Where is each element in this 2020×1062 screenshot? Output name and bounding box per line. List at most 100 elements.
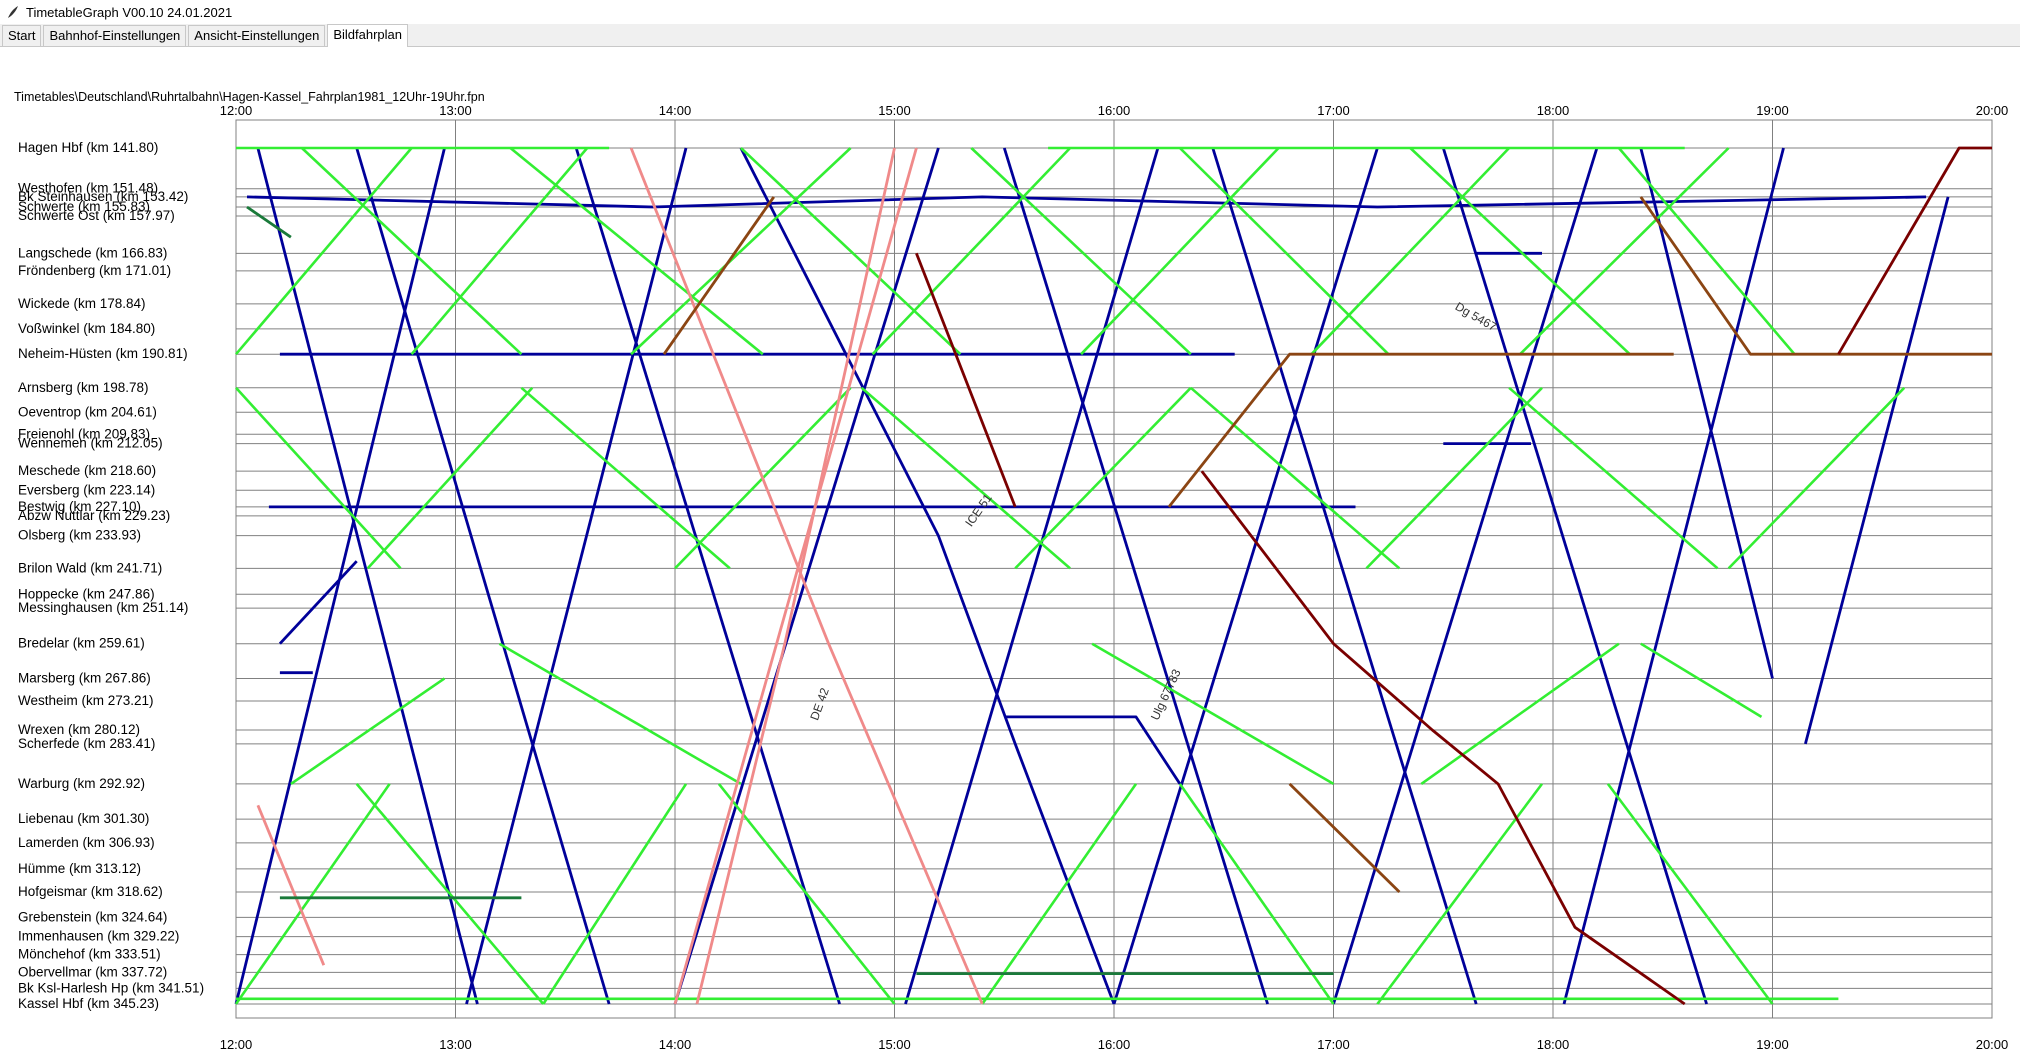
train-path-green xyxy=(498,642,742,786)
train-path-darkgreen xyxy=(246,205,292,239)
train-path-green xyxy=(1617,147,1796,356)
station-label: Meschede (km 218.60) xyxy=(18,463,156,478)
station-label: Hümme (km 313.12) xyxy=(18,861,141,876)
train-path-green xyxy=(542,783,688,1005)
station-labels: Hagen Hbf (km 141.80)Westhofen (km 151.4… xyxy=(18,140,204,1011)
train-path-blue xyxy=(256,147,479,1005)
station-label: Warburg (km 292.92) xyxy=(18,776,145,791)
station-label: Bk Ksl-Harlesh Hp (km 341.51) xyxy=(18,980,204,995)
train-path-green xyxy=(1091,642,1335,786)
station-label: Messinghausen (km 251.14) xyxy=(18,600,188,615)
train-path-green xyxy=(1178,147,1390,356)
train-path-blue xyxy=(1804,196,1950,745)
train-path-brown xyxy=(1288,782,1401,893)
station-label: Fröndenberg (km 171.01) xyxy=(18,263,171,278)
station-label: Hagen Hbf (km 141.80) xyxy=(18,140,158,155)
station-label: Immenhausen (km 329.22) xyxy=(18,929,179,944)
station-label: Schwerte Ost (km 157.97) xyxy=(18,208,175,223)
train-path-green xyxy=(290,677,446,785)
train-path-maroon xyxy=(1837,146,1992,355)
train-path-green xyxy=(520,386,731,570)
station-label: Arnsberg (km 198.78) xyxy=(18,380,149,395)
tab-ansicht-einstellungen[interactable]: Ansicht-Einstellungen xyxy=(188,25,326,46)
train-path-green xyxy=(1727,386,1906,570)
station-label: Wrexen (km 280.12) xyxy=(18,722,140,737)
train-path-pink xyxy=(629,147,984,1005)
station-label: Obervellmar (km 337.72) xyxy=(18,964,167,979)
station-label: Oeventrop (km 204.61) xyxy=(18,404,157,419)
train-path-brown xyxy=(662,196,775,356)
time-tick-label-bottom: 19:00 xyxy=(1756,1037,1789,1052)
train-path-blue xyxy=(465,147,688,1005)
train-path-green xyxy=(1178,783,1335,1005)
train-path-brown xyxy=(1639,196,1992,356)
train-path-blue xyxy=(574,147,841,1005)
station-label: Westheim (km 273.21) xyxy=(18,693,154,708)
app-feather-icon xyxy=(8,6,18,18)
time-tick-label-top: 13:00 xyxy=(439,103,472,118)
station-label: Mönchehof (km 333.51) xyxy=(18,947,161,962)
station-label: Bk Steinhausen (km 153.42) xyxy=(18,189,188,204)
train-path-green xyxy=(860,386,1071,570)
train-path-green xyxy=(1310,147,1511,356)
time-tick-label-top: 20:00 xyxy=(1976,103,2009,118)
train-path-blue xyxy=(1441,147,1708,1005)
train-path-brown xyxy=(1167,352,1674,508)
train-path-green xyxy=(1014,386,1192,570)
time-tick-label-bottom: 20:00 xyxy=(1976,1037,2009,1052)
train-path-green xyxy=(630,147,852,356)
train-path-blue xyxy=(1004,715,1182,785)
train-path-green xyxy=(1606,783,1774,1005)
time-tick-label-bottom: 15:00 xyxy=(878,1037,911,1052)
time-tick-label-bottom: 16:00 xyxy=(1098,1037,1131,1052)
station-label: Grebenstein (km 324.64) xyxy=(18,909,167,924)
station-label: Lamerden (km 306.93) xyxy=(18,835,155,850)
tab-start[interactable]: Start xyxy=(2,25,42,46)
time-tick-label-top: 14:00 xyxy=(659,103,692,118)
train-path-green xyxy=(301,147,523,356)
train-path-blue xyxy=(278,560,358,645)
tab-bildfahrplan[interactable]: Bildfahrplan xyxy=(327,24,408,47)
station-label: Hofgeismar (km 318.62) xyxy=(18,884,163,899)
train-path-green xyxy=(1409,147,1631,356)
train-path-blue xyxy=(1211,147,1478,1005)
station-label: Freienohl (km 209.83) xyxy=(18,426,150,441)
train-path-green xyxy=(235,147,413,356)
station-label: Hoppecke (km 247.86) xyxy=(18,586,155,601)
train-path-green xyxy=(410,147,589,356)
time-tick-label-top: 12:00 xyxy=(220,103,253,118)
station-label: Wennemen (km 212.05) xyxy=(18,436,163,451)
train-path-blue xyxy=(1112,147,1379,1005)
window-title: TimetableGraph V00.10 24.01.2021 xyxy=(26,4,233,20)
station-label: Wickede (km 178.84) xyxy=(18,296,146,311)
station-label: Liebenau (km 301.30) xyxy=(18,811,149,826)
time-tick-label-top: 16:00 xyxy=(1098,103,1131,118)
train-path-green xyxy=(740,147,962,356)
station-label: Schwerte (km 155.83) xyxy=(18,199,150,214)
station-label: Marsberg (km 267.86) xyxy=(18,670,151,685)
station-label: Neheim-Hüsten (km 190.81) xyxy=(18,346,188,361)
train-path-green xyxy=(1080,147,1280,356)
train-path-green xyxy=(970,147,1192,356)
train-path-blue xyxy=(1002,147,1269,1005)
train-path-green xyxy=(981,783,1138,1005)
file-path-label: Timetables\Deutschland\Ruhrtalbahn\Hagen… xyxy=(14,90,485,104)
hour-lines xyxy=(235,120,1993,1018)
station-label: Eversberg (km 223.14) xyxy=(18,482,155,497)
train-path-blue xyxy=(355,147,611,1005)
time-labels: 12:0012:0013:0013:0014:0014:0015:0015:00… xyxy=(220,103,2009,1052)
train-path-blue xyxy=(234,147,446,1005)
station-label: Scherfede (km 283.41) xyxy=(18,736,155,751)
train-path-green xyxy=(1420,642,1620,785)
station-label: Kassel Hbf (km 345.23) xyxy=(18,996,159,1011)
train-path-green xyxy=(717,783,896,1005)
train-path-blue xyxy=(246,195,1927,209)
station-label: Abzw Nuttlar (km 229.23) xyxy=(18,508,170,523)
tab-bahnhof-einstellungen[interactable]: Bahnhof-Einstellungen xyxy=(43,25,187,46)
train-path-maroon xyxy=(915,252,1017,508)
train-path-green xyxy=(234,783,391,1005)
time-tick-label-top: 18:00 xyxy=(1537,103,1570,118)
train-path-green xyxy=(871,147,1072,356)
